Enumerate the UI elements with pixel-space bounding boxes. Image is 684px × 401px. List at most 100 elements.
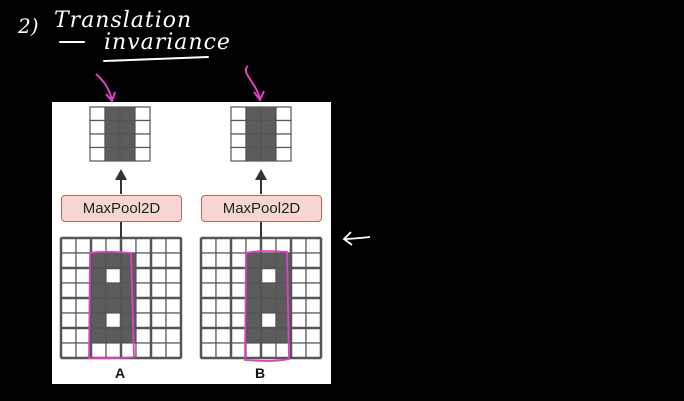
- input-cell-a-6-6: [150, 327, 167, 344]
- input-cell-a-4-5: [135, 297, 152, 314]
- input-cell-a-3-3: [105, 282, 122, 299]
- input-cell-b-3-3: [245, 282, 262, 299]
- input-cell-b-5-2: [230, 312, 247, 329]
- input-cell-b-0-7: [305, 237, 322, 254]
- input-cell-b-5-7: [305, 312, 322, 329]
- input-cell-b-3-2: [230, 282, 247, 299]
- output-cell-b-3-2: [260, 146, 277, 162]
- output-cell-a-1-0: [89, 119, 106, 135]
- output-cell-a-1-3: [134, 119, 151, 135]
- input-cell-b-4-1: [215, 297, 232, 314]
- output-cell-b-1-0: [230, 119, 247, 135]
- input-cell-b-5-1: [215, 312, 232, 329]
- input-cell-b-6-1: [215, 327, 232, 344]
- input-cell-a-1-7: [165, 252, 182, 269]
- output-cell-b-0-2: [260, 106, 277, 122]
- input-cell-a-4-0: [60, 297, 77, 314]
- input-cell-a-4-7: [165, 297, 182, 314]
- input-cell-a-5-3: [105, 312, 122, 329]
- input-cell-b-3-7: [305, 282, 322, 299]
- input-cell-b-2-7: [305, 267, 322, 284]
- input-cell-a-1-5: [135, 252, 152, 269]
- output-cell-a-3-1: [104, 146, 121, 162]
- input-cell-b-6-7: [305, 327, 322, 344]
- input-cell-b-2-4: [260, 267, 277, 284]
- output-cell-a-3-2: [119, 146, 136, 162]
- input-cell-a-0-4: [120, 237, 137, 254]
- input-cell-b-1-4: [260, 252, 277, 269]
- input-cell-b-1-5: [275, 252, 292, 269]
- input-cell-b-4-0: [200, 297, 217, 314]
- input-cell-b-7-2: [230, 342, 247, 359]
- input-cell-a-3-5: [135, 282, 152, 299]
- input-cell-b-3-0: [200, 282, 217, 299]
- arrow-up-b-head: [255, 169, 267, 180]
- title-underline-2: [103, 56, 209, 62]
- pink-arrow-a-head: [105, 91, 116, 103]
- panel-label-a: A: [115, 365, 126, 381]
- output-cell-b-2-0: [230, 133, 247, 149]
- input-cell-b-5-3: [245, 312, 262, 329]
- input-cell-b-0-1: [215, 237, 232, 254]
- input-cell-a-1-3: [105, 252, 122, 269]
- input-cell-b-3-1: [215, 282, 232, 299]
- left-arrow-annotation-head: [342, 231, 353, 246]
- input-cell-b-3-5: [275, 282, 292, 299]
- pink-arrow-b-head: [253, 90, 265, 102]
- maxpool-box-a: MaxPool2D: [61, 195, 182, 222]
- input-cell-a-5-7: [165, 312, 182, 329]
- input-cell-b-0-2: [230, 237, 247, 254]
- input-cell-a-2-7: [165, 267, 182, 284]
- output-cell-b-0-0: [230, 106, 247, 122]
- input-cell-b-7-7: [305, 342, 322, 359]
- annotation-title-line1: Translation: [54, 8, 193, 33]
- input-cell-a-5-5: [135, 312, 152, 329]
- output-cell-b-0-3: [275, 106, 292, 122]
- output-cell-a-0-3: [134, 106, 151, 122]
- input-cell-b-6-3: [245, 327, 262, 344]
- left-arrow-annotation: [343, 236, 371, 240]
- input-cell-b-7-4: [260, 342, 277, 359]
- input-cell-a-2-2: [90, 267, 107, 284]
- input-cell-a-1-4: [120, 252, 137, 269]
- input-cell-a-5-2: [90, 312, 107, 329]
- input-cell-a-7-7: [165, 342, 182, 359]
- input-cell-b-7-0: [200, 342, 217, 359]
- input-cell-a-7-2: [90, 342, 107, 359]
- input-cell-b-4-7: [305, 297, 322, 314]
- input-cell-a-3-0: [60, 282, 77, 299]
- output-cell-b-3-0: [230, 146, 247, 162]
- input-cell-b-2-1: [215, 267, 232, 284]
- input-cell-a-6-7: [165, 327, 182, 344]
- input-cell-b-2-3: [245, 267, 262, 284]
- input-cell-b-2-5: [275, 267, 292, 284]
- input-cell-a-4-4: [120, 297, 137, 314]
- input-cell-a-6-3: [105, 327, 122, 344]
- input-cell-a-2-6: [150, 267, 167, 284]
- output-cell-a-0-0: [89, 106, 106, 122]
- input-cell-b-7-1: [215, 342, 232, 359]
- input-cell-a-7-6: [150, 342, 167, 359]
- input-cell-b-0-0: [200, 237, 217, 254]
- input-cell-b-1-3: [245, 252, 262, 269]
- output-cell-b-1-1: [245, 119, 262, 135]
- output-cell-b-1-2: [260, 119, 277, 135]
- output-cell-b-1-3: [275, 119, 292, 135]
- input-cell-a-7-3: [105, 342, 122, 359]
- input-cell-b-2-6: [290, 267, 307, 284]
- input-cell-b-4-6: [290, 297, 307, 314]
- input-cell-b-1-7: [305, 252, 322, 269]
- output-cell-b-2-2: [260, 133, 277, 149]
- input-cell-a-0-2: [90, 237, 107, 254]
- annotation-title-line2: invariance: [104, 30, 231, 55]
- input-cell-b-6-0: [200, 327, 217, 344]
- input-cell-b-5-4: [260, 312, 277, 329]
- output-cell-a-2-2: [119, 133, 136, 149]
- input-cell-a-2-5: [135, 267, 152, 284]
- input-cell-a-0-5: [135, 237, 152, 254]
- input-cell-a-2-0: [60, 267, 77, 284]
- input-cell-b-1-1: [215, 252, 232, 269]
- output-cell-a-0-1: [104, 106, 121, 122]
- input-cell-b-7-6: [290, 342, 307, 359]
